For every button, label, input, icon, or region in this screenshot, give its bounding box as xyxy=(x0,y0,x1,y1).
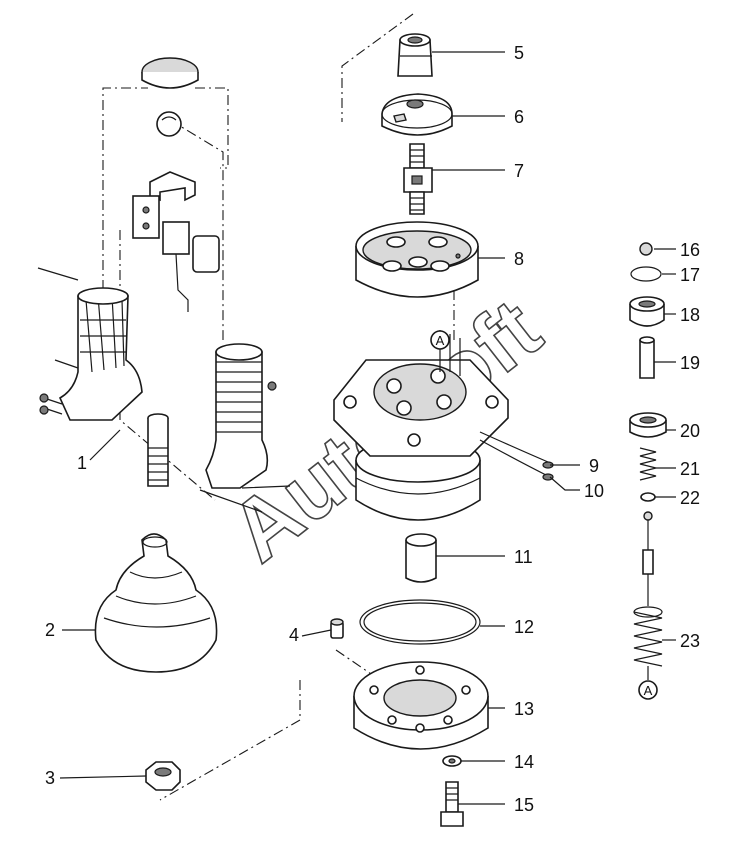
callout-2: 2 xyxy=(45,620,55,640)
leader-lines xyxy=(59,51,676,805)
callout-4: 4 xyxy=(289,625,299,645)
callout-labels: 1 2 3 4 5 6 7 8 9 10 11 12 13 14 15 16 1… xyxy=(45,43,700,815)
valve-body xyxy=(333,330,554,521)
large-spring xyxy=(633,606,663,667)
bellows-handle xyxy=(199,343,291,513)
callout-11: 11 xyxy=(514,547,533,567)
callout-22: 22 xyxy=(680,488,700,508)
small-washer xyxy=(640,492,656,502)
callout-1: 1 xyxy=(77,453,87,473)
rubber-boot xyxy=(94,533,218,673)
small-ball xyxy=(639,242,653,256)
grip-handle xyxy=(37,267,143,421)
knob-cap xyxy=(141,57,199,89)
threaded-rod xyxy=(147,413,169,487)
callout-15: 15 xyxy=(514,795,534,815)
callout-17: 17 xyxy=(680,265,700,285)
ported-cup xyxy=(355,221,479,298)
push-rod xyxy=(639,336,655,379)
washer xyxy=(442,755,462,767)
reference-mark-bottom-label: A xyxy=(644,683,653,698)
o-ring xyxy=(359,599,481,645)
sleeve xyxy=(405,533,437,583)
callout-20: 20 xyxy=(680,421,700,441)
ball-knob xyxy=(156,111,182,137)
reference-mark-top: A xyxy=(430,330,450,350)
callout-5: 5 xyxy=(514,43,524,63)
small-o-ring xyxy=(630,266,662,282)
reference-mark-bottom: A xyxy=(638,666,658,700)
callout-8: 8 xyxy=(514,249,524,269)
universal-joint xyxy=(403,143,433,215)
callout-18: 18 xyxy=(680,305,700,325)
callout-19: 19 xyxy=(680,353,700,373)
plug-seal xyxy=(629,296,665,327)
flange-plate xyxy=(353,661,489,750)
callout-7: 7 xyxy=(514,161,524,181)
switch-bracket xyxy=(132,171,220,312)
left-dashed-lines xyxy=(102,87,301,801)
callout-21: 21 xyxy=(680,459,700,479)
callout-12: 12 xyxy=(514,617,534,637)
disk-plate xyxy=(381,93,453,136)
callout-14: 14 xyxy=(514,752,534,772)
callout-13: 13 xyxy=(514,699,534,719)
spool xyxy=(642,511,654,606)
bolt xyxy=(440,781,464,827)
reference-mark-top-label: A xyxy=(436,333,445,348)
callout-16: 16 xyxy=(680,240,700,260)
coupler-nut xyxy=(397,33,433,77)
callout-3: 3 xyxy=(45,768,55,788)
hex-nut xyxy=(145,761,181,791)
callout-23: 23 xyxy=(680,631,700,651)
pin xyxy=(330,618,344,639)
callout-6: 6 xyxy=(514,107,524,127)
callout-9: 9 xyxy=(589,456,599,476)
spring-seat xyxy=(629,412,667,438)
small-spring xyxy=(639,447,657,481)
callout-10: 10 xyxy=(584,481,604,501)
